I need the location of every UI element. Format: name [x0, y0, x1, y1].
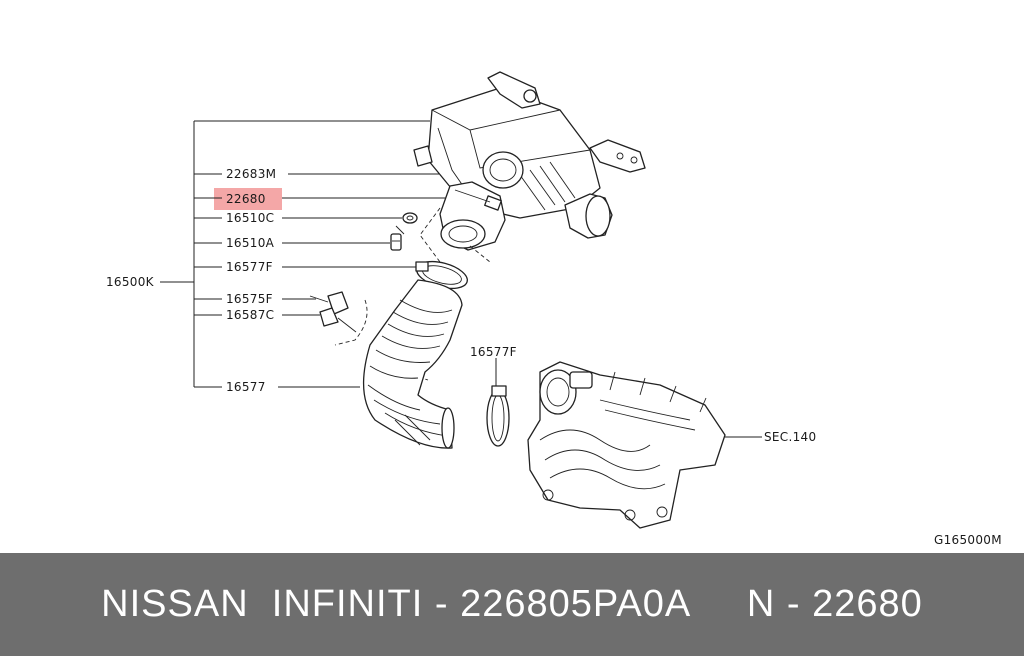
callout-bracket: [160, 120, 430, 388]
label-16510c: 16510C: [226, 211, 274, 225]
label-16577f-upper: 16577F: [226, 260, 273, 274]
screw-16510c: [402, 212, 418, 224]
label-16587c: 16587C: [226, 308, 274, 322]
label-16510a: 16510A: [226, 236, 275, 250]
mass-air-flow-sensor: [439, 181, 506, 251]
label-22683m: 22683M: [226, 167, 276, 181]
highlight-22680: [214, 188, 282, 210]
clamp-16577f-lower: [486, 385, 510, 447]
figure-code: G165000M: [934, 533, 1002, 547]
part-number-banner: NISSAN INFINITI - 226805PA0A N - 22680: [0, 553, 1024, 656]
sensor-16575f: [309, 291, 357, 333]
label-16577f-lower: 16577F: [470, 345, 517, 359]
parts-diagram: 16500K 22683M 22680 16510C 16510A 16577F…: [106, 71, 1002, 547]
label-16577: 16577: [226, 380, 266, 394]
air-duct-hose: [362, 279, 463, 449]
label-16500k: 16500K: [106, 275, 155, 289]
label-sec-140: SEC.140: [764, 430, 816, 444]
label-22680[interactable]: 22680: [226, 192, 266, 206]
bolt-16510a: [390, 225, 405, 251]
part-number-text: NISSAN INFINITI - 226805PA0A N - 22680: [101, 583, 923, 625]
label-16575f: 16575F: [226, 292, 273, 306]
intake-manifold: [527, 361, 726, 529]
